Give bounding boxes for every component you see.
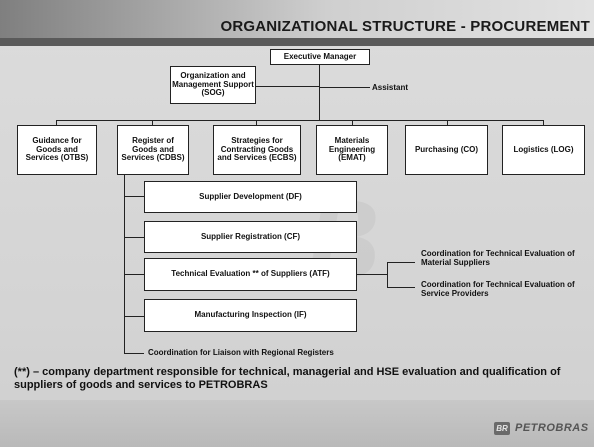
dept-cdbs-box: Register of Goods and Services (CDBS) <box>117 125 189 175</box>
dept-log-box: Logistics (LOG) <box>502 125 585 175</box>
unit-atf-box: Technical Evaluation ** of Suppliers (AT… <box>144 258 357 291</box>
dept-emat-box: Materials Engineering (EMAT) <box>316 125 388 175</box>
br-logo-icon: BR <box>494 421 510 435</box>
dept-drop-cdbs <box>152 120 153 125</box>
unit-atf-label: Technical Evaluation ** of Suppliers (AT… <box>171 269 330 279</box>
dept-cdbs-label: Register of Goods and Services (CDBS) <box>121 135 185 163</box>
branch-df-line <box>124 196 144 197</box>
atf-connector-line <box>357 274 387 275</box>
dept-co-box: Purchasing (CO) <box>405 125 488 175</box>
dept-drop-co <box>447 120 448 125</box>
dept-log-label: Logistics (LOG) <box>513 144 574 154</box>
dept-otbs-label: Guidance for Goods and Services (OTBS) <box>25 135 89 163</box>
title-underline <box>0 38 594 46</box>
dept-emat-label: Materials Engineering (EMAT) <box>328 135 376 163</box>
dept-ecbs-box: Strategies for Contracting Goods and Ser… <box>213 125 301 175</box>
unit-df-label: Supplier Development (DF) <box>199 191 302 201</box>
branch-if-line <box>124 316 144 317</box>
exec-vertical-line <box>319 65 320 121</box>
branch-cf-line <box>124 237 144 238</box>
atf-bracket-line <box>387 262 388 287</box>
sog-label: Organization and Management Support (SOG… <box>172 70 254 98</box>
assistant-label: Assistant <box>372 83 409 92</box>
sog-connector-line <box>256 86 320 87</box>
atf-coord-1-label: Coordination for Technical Evaluation of… <box>421 249 575 268</box>
unit-if-box: Manufacturing Inspection (IF) <box>144 299 357 332</box>
unit-df-box: Supplier Development (DF) <box>144 181 357 213</box>
dept-co-label: Purchasing (CO) <box>414 144 479 154</box>
sog-box: Organization and Management Support (SOG… <box>170 66 256 104</box>
branch-atf-line <box>124 274 144 275</box>
atf-coord-1-line <box>387 262 415 263</box>
title-band <box>0 0 594 44</box>
footnote: (**) – company department responsible fo… <box>14 366 561 392</box>
page-title: ORGANIZATIONAL STRUCTURE - PROCUREMENT <box>220 18 590 35</box>
atf-coord-2-line <box>387 287 415 288</box>
dept-drop-log <box>543 120 544 125</box>
unit-cf-box: Supplier Registration (CF) <box>144 221 357 253</box>
unit-if-label: Manufacturing Inspection (IF) <box>194 310 307 320</box>
dept-ecbs-label: Strategies for Contracting Goods and Ser… <box>217 135 297 163</box>
logo-text: PETROBRAS <box>515 422 589 434</box>
executive-manager-box: Executive Manager <box>270 49 370 65</box>
liaison-label: Coordination for Liaison with Regional R… <box>148 348 334 357</box>
dept-otbs-box: Guidance for Goods and Services (OTBS) <box>17 125 97 175</box>
dept-drop-ecbs <box>256 120 257 125</box>
assistant-connector-line <box>320 87 370 88</box>
dept-drop-otbs <box>56 120 57 125</box>
executive-manager-label: Executive Manager <box>283 51 357 61</box>
petrobras-logo: BR PETROBRAS <box>494 420 589 436</box>
branch-liaison-line <box>124 353 144 354</box>
atf-coord-2-label: Coordination for Technical Evaluation of… <box>421 280 575 299</box>
unit-cf-label: Supplier Registration (CF) <box>200 231 301 241</box>
dept-horizontal-line <box>56 120 543 121</box>
dept-drop-emat <box>352 120 353 125</box>
cdbs-trunk-line <box>124 175 125 353</box>
